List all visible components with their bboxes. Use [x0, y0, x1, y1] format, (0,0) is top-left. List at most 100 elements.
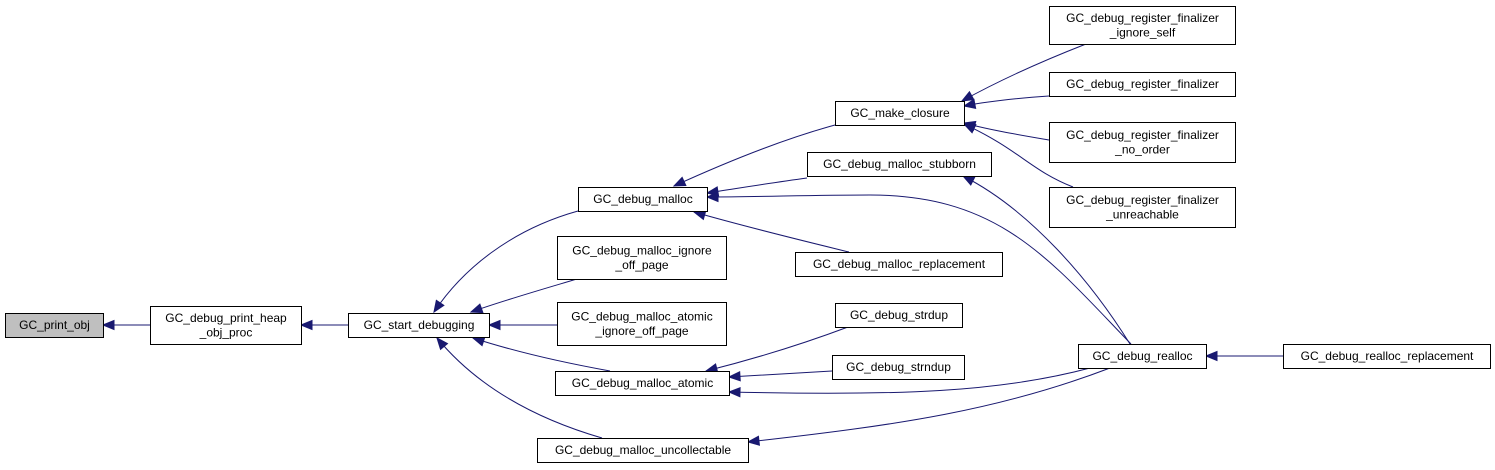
edge-line	[963, 123, 1074, 188]
edge-line	[728, 367, 1091, 394]
node-malloc-stubborn[interactable]: GC_debug_malloc_stubborn	[807, 152, 992, 177]
node-malloc-replacement[interactable]: GC_debug_malloc_replacement	[795, 252, 1003, 277]
node-label-line: GC_debug_register_finalizer	[1066, 128, 1219, 142]
node-box	[832, 355, 965, 380]
node-start-debugging[interactable]: GC_start_debugging	[348, 313, 490, 338]
node-box	[5, 313, 104, 338]
edge-arrowhead	[471, 336, 486, 347]
edge-arrowhead	[727, 387, 741, 398]
node-label-line: GC_debug_malloc_replacement	[813, 257, 986, 271]
node-label-line: _unreachable	[1105, 207, 1179, 221]
edge-line	[433, 210, 579, 313]
node-box	[1283, 344, 1491, 369]
edge-line	[673, 124, 836, 187]
node-label-line: GC_debug_print_heap	[165, 311, 287, 325]
edge-line	[963, 122, 1050, 141]
edge-malloc_uncollectable-to-start_debugging	[436, 336, 603, 439]
edge-line	[436, 337, 603, 439]
node-box	[835, 101, 965, 126]
edges-layer	[101, 43, 1283, 446]
node-reg-fin[interactable]: GC_debug_register_finalizer	[1049, 72, 1236, 97]
node-malloc-uncollectable[interactable]: GC_debug_malloc_uncollectable	[537, 438, 749, 463]
edge-arrowhead	[962, 123, 977, 134]
edge-malloc_stubborn-to-debug_malloc	[705, 177, 808, 197]
node-print-obj[interactable]: GC_print_obj	[5, 313, 104, 338]
edge-arrowhead	[1204, 350, 1218, 362]
edge-line	[961, 43, 1087, 102]
node-reg-fin-ignore-self[interactable]: GC_debug_register_finalizer_ignore_self	[1049, 6, 1236, 45]
edge-debug_malloc-to-start_debugging	[433, 210, 579, 314]
edge-arrowhead	[299, 319, 313, 331]
node-label-line: GC_debug_malloc_atomic	[572, 376, 713, 390]
node-box	[557, 302, 727, 346]
node-label-line: GC_debug_strdup	[850, 308, 948, 322]
node-reg-fin-unreachable[interactable]: GC_debug_register_finalizer_unreachable	[1049, 187, 1236, 228]
nodes-layer: GC_print_obj GC_debug_print_heap_obj_proc…	[5, 6, 1491, 463]
node-label-line: GC_debug_realloc	[1092, 349, 1192, 363]
node-box	[1049, 122, 1236, 163]
node-label-line: GC_debug_register_finalizer	[1066, 193, 1219, 207]
edge-line	[747, 367, 1111, 443]
node-label-line: GC_make_closure	[850, 106, 950, 120]
node-box	[557, 236, 727, 280]
node-label-line: GC_debug_malloc_atomic	[571, 309, 712, 323]
node-box	[1049, 72, 1236, 97]
edge-malloc_ignore_off_page-to-start_debugging	[469, 278, 578, 314]
node-print-heap-obj-proc[interactable]: GC_debug_print_heap_obj_proc	[150, 306, 302, 345]
node-box	[1049, 187, 1236, 228]
edge-make_closure-to-debug_malloc	[672, 124, 836, 187]
node-malloc-atomic-ignore-off-page[interactable]: GC_debug_malloc_atomic_ignore_off_page	[557, 302, 727, 346]
edge-print_heap_obj_proc-to-print_obj	[101, 319, 150, 331]
node-box	[555, 371, 730, 396]
edge-arrowhead	[433, 299, 445, 314]
edge-line	[706, 177, 808, 194]
edge-arrowhead	[961, 175, 976, 186]
node-malloc-atomic[interactable]: GC_debug_malloc_atomic	[555, 371, 730, 396]
node-reg-fin-no-order[interactable]: GC_debug_register_finalizer_no_order	[1049, 122, 1236, 163]
edge-debug_realloc-to-malloc_atomic	[727, 367, 1091, 398]
node-box	[1078, 344, 1207, 369]
edge-reg_fin_unreachable-to-make_closure	[962, 123, 1074, 188]
node-malloc-ignore-off-page[interactable]: GC_debug_malloc_ignore_off_page	[557, 236, 727, 280]
node-label-line: GC_print_obj	[19, 318, 90, 332]
node-label-line: GC_start_debugging	[364, 318, 475, 332]
node-box	[537, 438, 749, 463]
node-label-line: _ignore_off_page	[594, 324, 689, 338]
node-debug-realloc[interactable]: GC_debug_realloc	[1078, 344, 1207, 369]
node-label-line: GC_debug_malloc_ignore	[572, 243, 712, 257]
node-box	[835, 303, 963, 328]
node-realloc-replacement[interactable]: GC_debug_realloc_replacement	[1283, 344, 1491, 369]
edge-line	[693, 211, 850, 253]
edge-debug_realloc-to-malloc_uncollectable	[746, 367, 1111, 446]
node-box	[348, 313, 490, 338]
edge-debug_realloc-to-debug_malloc	[705, 191, 1132, 345]
edge-arrowhead	[487, 319, 501, 331]
edge-arrowhead	[705, 191, 719, 203]
edge-arrowhead	[746, 435, 761, 446]
node-box	[807, 152, 992, 177]
node-box	[1049, 6, 1236, 45]
edge-line	[472, 337, 611, 372]
node-label-line: GC_debug_malloc	[593, 192, 692, 206]
node-label-line: GC_debug_malloc_uncollectable	[555, 443, 731, 457]
node-make-closure[interactable]: GC_make_closure	[835, 101, 965, 126]
node-label-line: GC_debug_strndup	[846, 360, 951, 374]
node-debug-malloc[interactable]: GC_debug_malloc	[578, 187, 708, 212]
node-label-line: GC_debug_malloc_stubborn	[823, 157, 976, 171]
node-strndup[interactable]: GC_debug_strndup	[832, 355, 965, 380]
edge-strdup-to-malloc_atomic	[704, 326, 849, 374]
node-label-line: _off_page	[614, 258, 668, 272]
node-box	[795, 252, 1003, 277]
edge-line	[705, 326, 849, 372]
edge-line	[706, 194, 1132, 345]
node-label-line: _obj_proc	[199, 325, 253, 339]
edge-malloc_atomic_ignore_off_page-to-start_debugging	[487, 319, 557, 331]
node-strdup[interactable]: GC_debug_strdup	[835, 303, 963, 328]
node-label-line: GC_debug_realloc_replacement	[1301, 349, 1474, 363]
edge-arrowhead	[436, 336, 449, 351]
node-label-line: _no_order	[1114, 142, 1170, 156]
edge-strndup-to-malloc_atomic	[727, 370, 833, 382]
edge-line	[728, 370, 833, 378]
edge-realloc_replacement-to-debug_realloc	[1204, 350, 1283, 362]
